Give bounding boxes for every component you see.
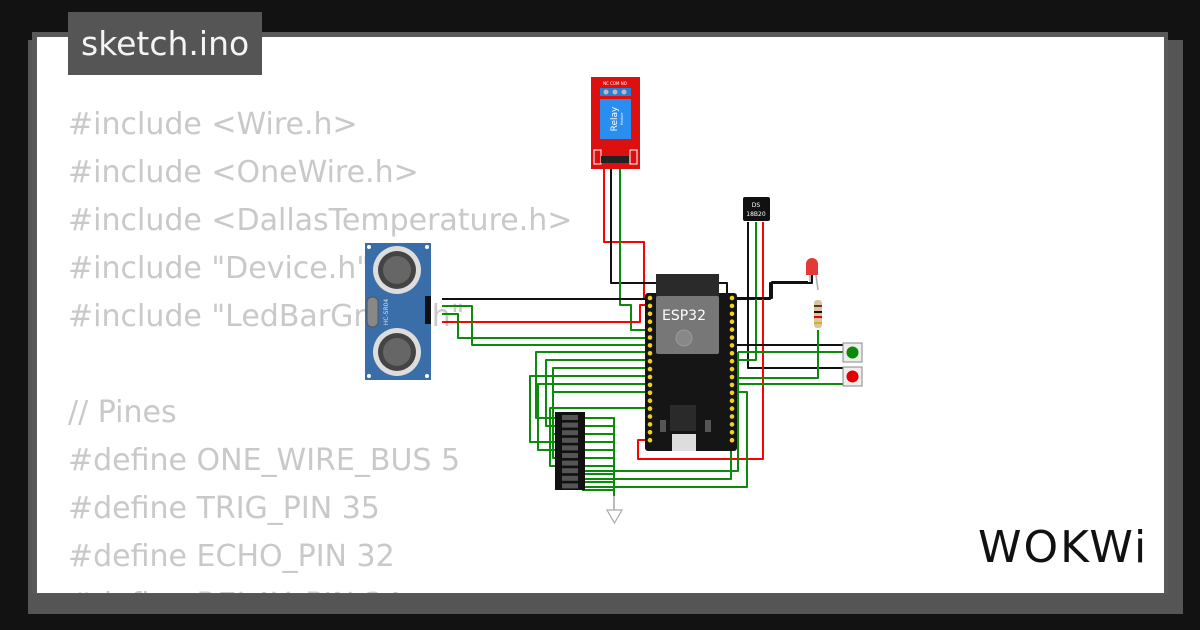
relay-sub-label: Module [620,113,624,126]
esp32-pin-right[interactable] [729,374,735,380]
esp32-pin-right[interactable] [729,343,735,348]
ground-icon [605,509,624,525]
esp32-pin-right[interactable] [729,295,735,301]
bar-segment [562,445,578,451]
esp32-pin-left[interactable] [647,303,653,309]
bar-segment [562,430,578,436]
esp32-pin-right[interactable] [729,406,735,411]
wire-ds18b20-gnd[interactable] [747,222,848,369]
esp32-pin-right[interactable] [729,430,735,435]
esp32-pin-left[interactable] [647,311,653,317]
esp32-pin-right[interactable] [729,390,735,396]
esp32-pin-right[interactable] [729,351,735,356]
esp32-pin-right[interactable] [729,358,735,364]
esp32-pin-left[interactable] [647,437,653,443]
esp32-pin-right[interactable] [729,366,735,372]
wire-hcsr04-vcc[interactable] [442,304,650,323]
wire-relay-vcc[interactable] [603,166,645,298]
esp32-pin-right[interactable] [729,327,735,332]
bar-segment [562,415,578,420]
wire-bar-7[interactable] [549,407,650,467]
wire-relay-in[interactable] [619,166,650,331]
esp32-pin-left[interactable] [647,327,653,332]
code-line: #include <OneWire.h> [68,155,419,190]
esp32-pin-right[interactable] [729,311,735,317]
relay-label: Relay [610,106,620,131]
bar-segment [562,475,578,481]
esp32-pin-left[interactable] [647,422,653,427]
esp32-label: ESP32 [662,308,706,324]
bar-segment [562,468,578,474]
resistor[interactable] [814,300,822,328]
code-line: #define TRIG_PIN 35 [68,491,380,526]
esp32-pin-right[interactable] [729,335,735,340]
wire-led-resistor[interactable] [738,330,819,379]
esp32-pin-left[interactable] [647,390,653,396]
esp32-pin-left[interactable] [647,358,653,364]
code-line: #include <DallasTemperature.h> [68,203,573,238]
esp32-pin-left[interactable] [647,351,653,356]
wire-bar-gnd[interactable] [582,417,615,496]
wire-hcsr04-trig[interactable] [442,313,650,339]
code-line: #define RELAY_PIN 34 [68,581,572,593]
code-line: #include <Wire.h> [68,107,358,142]
bar-segment [562,453,578,458]
ultrasonic-sensor[interactable]: HC-SR04 [365,243,431,380]
esp32-pin-left[interactable] [647,430,653,435]
bar-segment [562,437,578,443]
relay-module[interactable]: NC COM NO Relay Module [591,77,640,169]
esp32-pin-right[interactable] [729,398,735,404]
esp32-pin-right[interactable] [729,437,735,443]
wire-led-gnd[interactable] [730,281,848,346]
bar-segment [562,483,578,489]
wire-bar-5[interactable] [537,383,650,451]
esp32-pin-left[interactable] [647,319,653,325]
esp32-pin-right[interactable] [729,382,735,388]
wire-ds18b20-data[interactable] [738,222,757,361]
code-line: #define ONE_WIRE_BUS 5 [68,443,461,478]
wire-hcsr04-echo[interactable] [442,305,650,346]
esp32-pin-right[interactable] [729,414,735,419]
esp32-pin-left[interactable] [647,414,653,419]
window-bottom-border [28,594,1183,614]
wire-bar-4[interactable] [529,375,650,443]
esp32-pin-right[interactable] [729,319,735,325]
esp32-pin-left[interactable] [647,382,653,388]
esp32-pin-left[interactable] [647,295,653,301]
file-tab[interactable]: sketch.ino [68,12,263,75]
esp32-pin-left[interactable] [647,343,653,348]
relay-terminal-labels: NC COM NO [603,81,627,86]
esp32-pin-right[interactable] [729,422,735,427]
esp32-pin-left[interactable] [647,335,653,340]
esp32-pin-left[interactable] [647,374,653,380]
pushbutton-red[interactable] [842,366,863,387]
bar-segment [562,422,578,428]
wire-bar-10[interactable] [560,391,748,488]
code-background: #include <Wire.h> #include <OneWire.h> #in… [68,101,572,593]
esp32-pin-left[interactable] [647,406,653,411]
code-line: #include "Device.h" [68,251,371,286]
wire-ds18b20-vcc[interactable] [637,222,764,460]
led-bar-graph[interactable] [555,412,585,490]
esp32-pin-right[interactable] [729,303,735,309]
ds18b20-label-2: 18B20 [746,211,766,218]
ds18b20-label-1: DS [752,202,761,209]
bar-segment [562,460,578,466]
ultrasonic-label: HC-SR04 [383,299,390,326]
ds18b20-sensor[interactable]: DS 18B20 [743,197,770,221]
led[interactable] [806,258,819,291]
esp32-pin-left[interactable] [647,398,653,404]
esp32-board[interactable]: ESP32 [645,274,737,451]
code-line: // Pines [68,395,177,430]
pushbutton-green[interactable] [842,342,863,363]
wokwi-logo: WOKWi [978,522,1149,573]
esp32-pin-left[interactable] [647,366,653,372]
code-line: #define ECHO_PIN 32 [68,539,395,574]
